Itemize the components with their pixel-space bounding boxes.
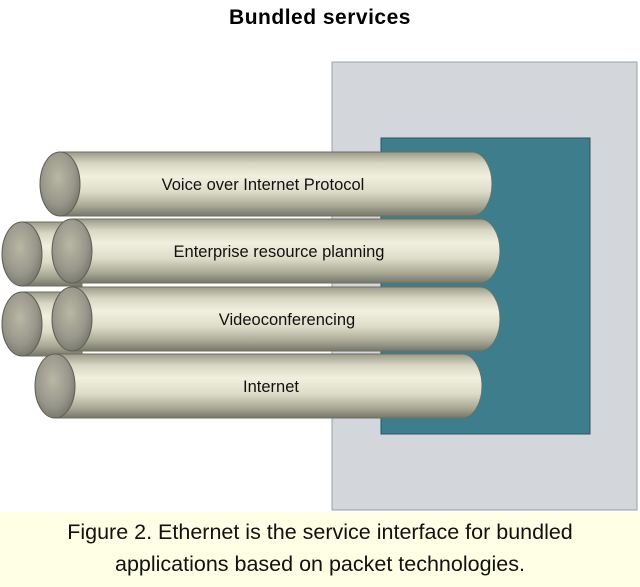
pipe-label-videoconferencing: Videoconferencing: [219, 311, 355, 329]
caption-line-2: applications based on packet technologie…: [115, 552, 525, 576]
pipe-label-erp: Enterprise resource planning: [174, 243, 385, 261]
bundled-services-diagram: Voice over Internet Protocol Enterprise …: [1, 61, 638, 511]
figure-caption: Figure 2. Ethernet is the service interf…: [0, 512, 640, 587]
pipe-internet: Internet: [34, 353, 483, 419]
pipe-label-internet: Internet: [243, 378, 299, 396]
caption-line-1: Figure 2. Ethernet is the service interf…: [67, 520, 573, 544]
pipe-erp: Enterprise resource planning: [51, 218, 501, 284]
pipe-videoconferencing: Videoconferencing: [51, 286, 501, 352]
pipe-voip: Voice over Internet Protocol: [39, 151, 493, 217]
pipe-label-voip: Voice over Internet Protocol: [162, 176, 365, 194]
figure-title: Bundled services: [229, 6, 411, 29]
